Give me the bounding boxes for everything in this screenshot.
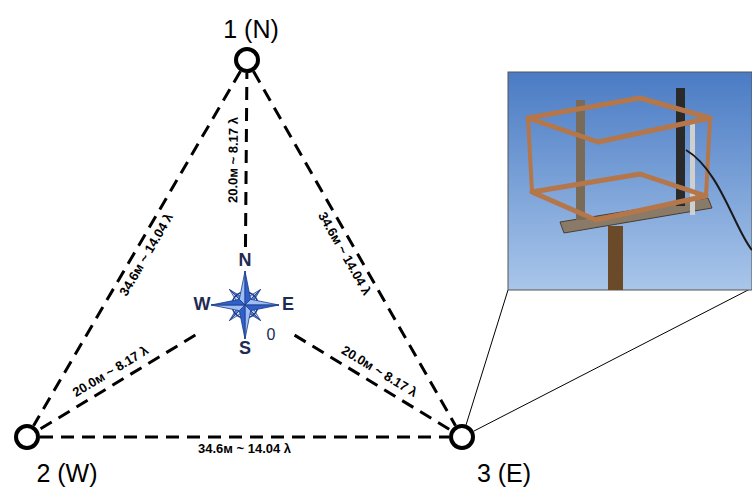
compass-point [245, 305, 251, 339]
compass-letter: N [239, 251, 252, 271]
distance-label: 20.0м ~ 8.17 λ [226, 115, 242, 205]
leader-line [466, 290, 508, 425]
baseline-dashed [40, 436, 449, 439]
leader-line [474, 288, 752, 431]
copper-loop [532, 174, 706, 220]
copper-loop [706, 118, 710, 196]
radius-dashed [295, 335, 451, 430]
antenna-label: 1 (N) [223, 16, 279, 44]
distance-label: 20.0м ~ 8.17 λ [68, 343, 153, 402]
center-point-label: 0 [267, 326, 276, 344]
photo-frame [508, 72, 752, 290]
compass-letter: E [282, 295, 294, 315]
antenna-node: 2 (W) [14, 424, 40, 450]
copper-loop [528, 98, 710, 142]
compass-letter: S [239, 339, 251, 359]
compass-rose: N W E S0 [190, 250, 300, 360]
radius-dashed [245, 73, 246, 247]
antenna-label: 3 (E) [477, 460, 531, 488]
distance-label: 20.0м ~ 8.17 λ [337, 343, 422, 402]
radius-dashed [38, 335, 195, 430]
antenna-node: 1 (N) [234, 47, 260, 73]
antenna-label: 2 (W) [36, 460, 97, 488]
distance-label: 34.6м ~ 14.04 λ [196, 442, 293, 457]
antenna-node: 3 (E) [449, 424, 475, 450]
support-strip [576, 100, 585, 220]
copper-loop [528, 118, 532, 192]
feed-cable [686, 150, 752, 250]
compass-letter: W [194, 295, 211, 315]
baseline-dashed [34, 71, 241, 426]
distance-label: 34.6м ~ 14.04 λ [314, 209, 375, 301]
compass-point [211, 305, 245, 311]
compass-point [245, 299, 279, 305]
compass-point [211, 299, 245, 305]
distance-label: 34.6м ~ 14.04 λ [116, 209, 178, 300]
wooden-mast [608, 226, 623, 290]
